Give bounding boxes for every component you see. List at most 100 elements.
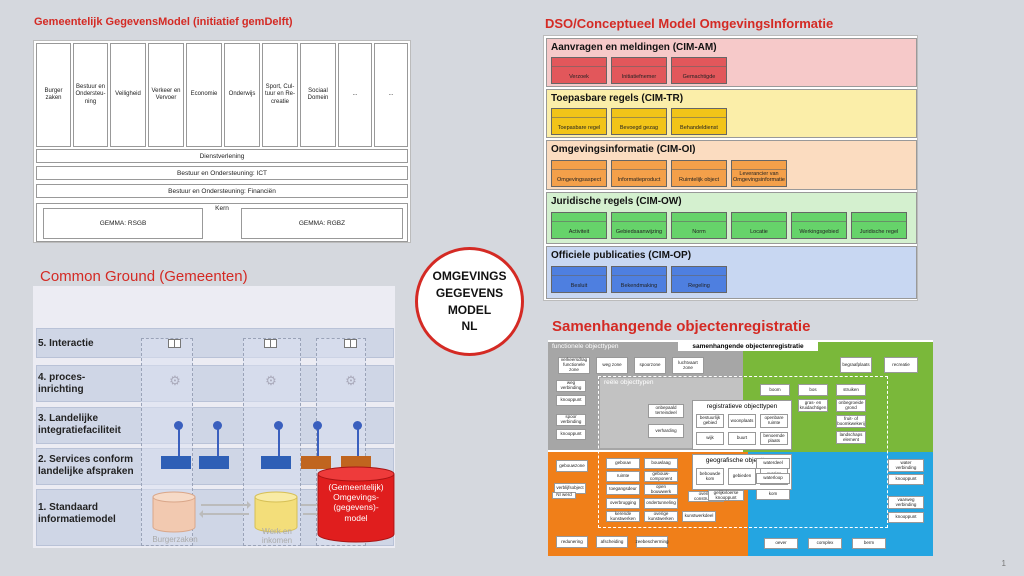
dso-section-title: Aanvragen en meldingen (CIM-AM) xyxy=(551,42,717,53)
sor-item: toegangsdeur xyxy=(606,484,640,495)
sor-item: gebouw xyxy=(606,458,640,469)
dso-item: Bekendmaking xyxy=(611,266,667,293)
sor-item: openbare ruimte xyxy=(760,414,788,428)
center-line: MODEL xyxy=(447,302,492,317)
sor-item: knooppunt xyxy=(888,512,924,523)
gear-icon: ⚙ xyxy=(265,373,277,388)
dso-item: Informatieproduct xyxy=(611,160,667,187)
sor-item: spoorzone xyxy=(634,357,666,374)
sor-item: gras- en kruidachtigen xyxy=(798,399,828,412)
sor-item: onbepaald terreindeel xyxy=(648,404,684,418)
sor-item: gelijkvloerse knooppunt xyxy=(708,490,744,501)
gear-icon: ⚙ xyxy=(345,373,357,388)
sor-label: geografische objecttypen xyxy=(705,457,779,464)
sor-item: complex xyxy=(808,538,842,549)
database-caption: Werk en inkomen xyxy=(261,527,293,545)
sor-item: bestuurlijk gebied xyxy=(696,414,724,428)
sor-item: landschaps element xyxy=(836,431,866,444)
database-icon xyxy=(254,491,298,533)
dso-section-title: Juridische regels (CIM-OW) xyxy=(551,196,682,207)
sor-item: fruit- of boomkwekerij xyxy=(836,415,866,428)
sor-item: vaarweg verbinding xyxy=(888,496,924,509)
ggm-diagram: Burger zaken Bestuur en Ondersteu-ning V… xyxy=(33,40,411,243)
sor-item: onbegroeide grond xyxy=(836,399,866,412)
dso-item: Activiteit xyxy=(551,212,607,239)
sor-item: benoemde plaats xyxy=(760,432,788,445)
sor-item: bos xyxy=(798,384,828,396)
center-line: GEGEVENS xyxy=(435,285,504,300)
ggm-kern-box: GEMMA: RGBZ xyxy=(241,208,403,239)
sor-diagram: functionele objecttypen samenhangende ob… xyxy=(548,340,933,556)
dso-item: Besluit xyxy=(551,266,607,293)
ggm-kern-title: Kern xyxy=(215,205,229,212)
ggm-column: Verkeer en Vervoer xyxy=(148,43,184,147)
sor-item: struiken xyxy=(836,384,866,396)
dso-section-title: Toepasbare regels (CIM-TR) xyxy=(551,93,684,104)
dso-item: Leverancier van Omgevingsinformatie xyxy=(731,160,787,187)
sor-item: bebouwde kom xyxy=(696,468,724,485)
connector-line xyxy=(178,429,180,456)
service-block xyxy=(161,456,191,469)
dso-diagram: Aanvragen en meldingen (CIM-AM) Verzoek … xyxy=(543,35,918,301)
service-block xyxy=(261,456,291,469)
service-block xyxy=(341,456,371,469)
integration-node xyxy=(313,421,322,430)
sor-item: ondertunneling xyxy=(644,498,678,509)
cg-layer-label: 2. Services conform landelijke afspraken xyxy=(38,454,134,477)
sor-label: registratieve objecttypen xyxy=(706,403,778,410)
sor-item: spoor verbinding xyxy=(556,414,586,426)
sor-item: redunering xyxy=(556,536,588,548)
ggm-column: Bestuur en Ondersteu-ning xyxy=(73,43,108,147)
dso-item: Ruimtelijk object xyxy=(671,160,727,187)
ggm-kern: Kern GEMMA: RSGB GEMMA: RGBZ xyxy=(36,203,408,242)
sor-item: ruimte xyxy=(606,471,640,482)
service-block xyxy=(301,456,331,469)
sor-item: buurt xyxy=(728,432,756,445)
sor-item: waterdeel xyxy=(756,458,790,469)
sor-item: zeebescherming xyxy=(635,536,669,548)
cg-layer-label: 1. Standaard informatiemodel xyxy=(38,502,116,525)
sor-item: kom xyxy=(756,489,790,500)
sor-item: verkeersdrag functionele zone xyxy=(558,357,590,374)
dso-item: Regeling xyxy=(671,266,727,293)
sor-header-right: samenhangende objectenregistratie xyxy=(678,342,818,351)
screen-icon xyxy=(264,339,277,348)
dso-section-title: Officiele publicaties (CIM-OP) xyxy=(551,250,692,261)
dso-item: Behandeldienst xyxy=(671,108,727,135)
red-database-label: (Gemeentelijk) Omgevings- (gegevens)- mo… xyxy=(328,482,384,523)
sor-item: knooppunt xyxy=(556,429,586,440)
sor-item: kerende kunstwerken xyxy=(606,511,640,522)
sor-item: gebouwzone xyxy=(556,460,588,472)
ggm-column: Economie xyxy=(186,43,222,147)
dso-item: Initiatiefnemer xyxy=(611,57,667,84)
dso-section: Omgevingsinformatie (CIM-OI) Omgevingsas… xyxy=(546,140,917,190)
sor-item: begraafplaats xyxy=(840,357,872,373)
sor-item: berm xyxy=(852,538,886,549)
screen-icon xyxy=(168,339,181,348)
integration-node xyxy=(274,421,283,430)
ggm-row: Dienstverlening xyxy=(36,149,408,163)
integration-node xyxy=(174,421,183,430)
sor-reele-frame xyxy=(598,376,888,528)
sor-item: overige kunstwerken xyxy=(644,511,678,522)
integration-node xyxy=(353,421,362,430)
database-caption: Burgerzaken xyxy=(152,535,198,544)
cg-layer-label: 3. Landelijke integratiefaciliteit xyxy=(38,413,121,436)
page-number: 1 xyxy=(1001,559,1006,568)
sor-item: afscheiding xyxy=(596,536,628,548)
sor-item: recreatie xyxy=(884,357,918,373)
ggm-column: Sport, Cul-tuur en Re-creatie xyxy=(262,43,298,147)
screen-icon xyxy=(344,339,357,348)
ggm-column: ... xyxy=(374,43,408,147)
sor-item: weg verbinding xyxy=(556,380,586,392)
dso-item: Bevoegd gezag xyxy=(611,108,667,135)
ggm-column: Onderwijs xyxy=(224,43,260,147)
ggm-kern-box: GEMMA: RSGB xyxy=(43,208,203,239)
sor-item: verharding xyxy=(648,424,684,438)
sor-item: knooppunt xyxy=(888,474,924,485)
connector-line xyxy=(317,429,319,456)
sor-item: wijk xyxy=(696,432,724,445)
sor-item: knooppunt xyxy=(556,395,586,406)
sor-item: open bouwwerk xyxy=(644,484,678,495)
dso-item: Werkingsgebied xyxy=(791,212,847,239)
